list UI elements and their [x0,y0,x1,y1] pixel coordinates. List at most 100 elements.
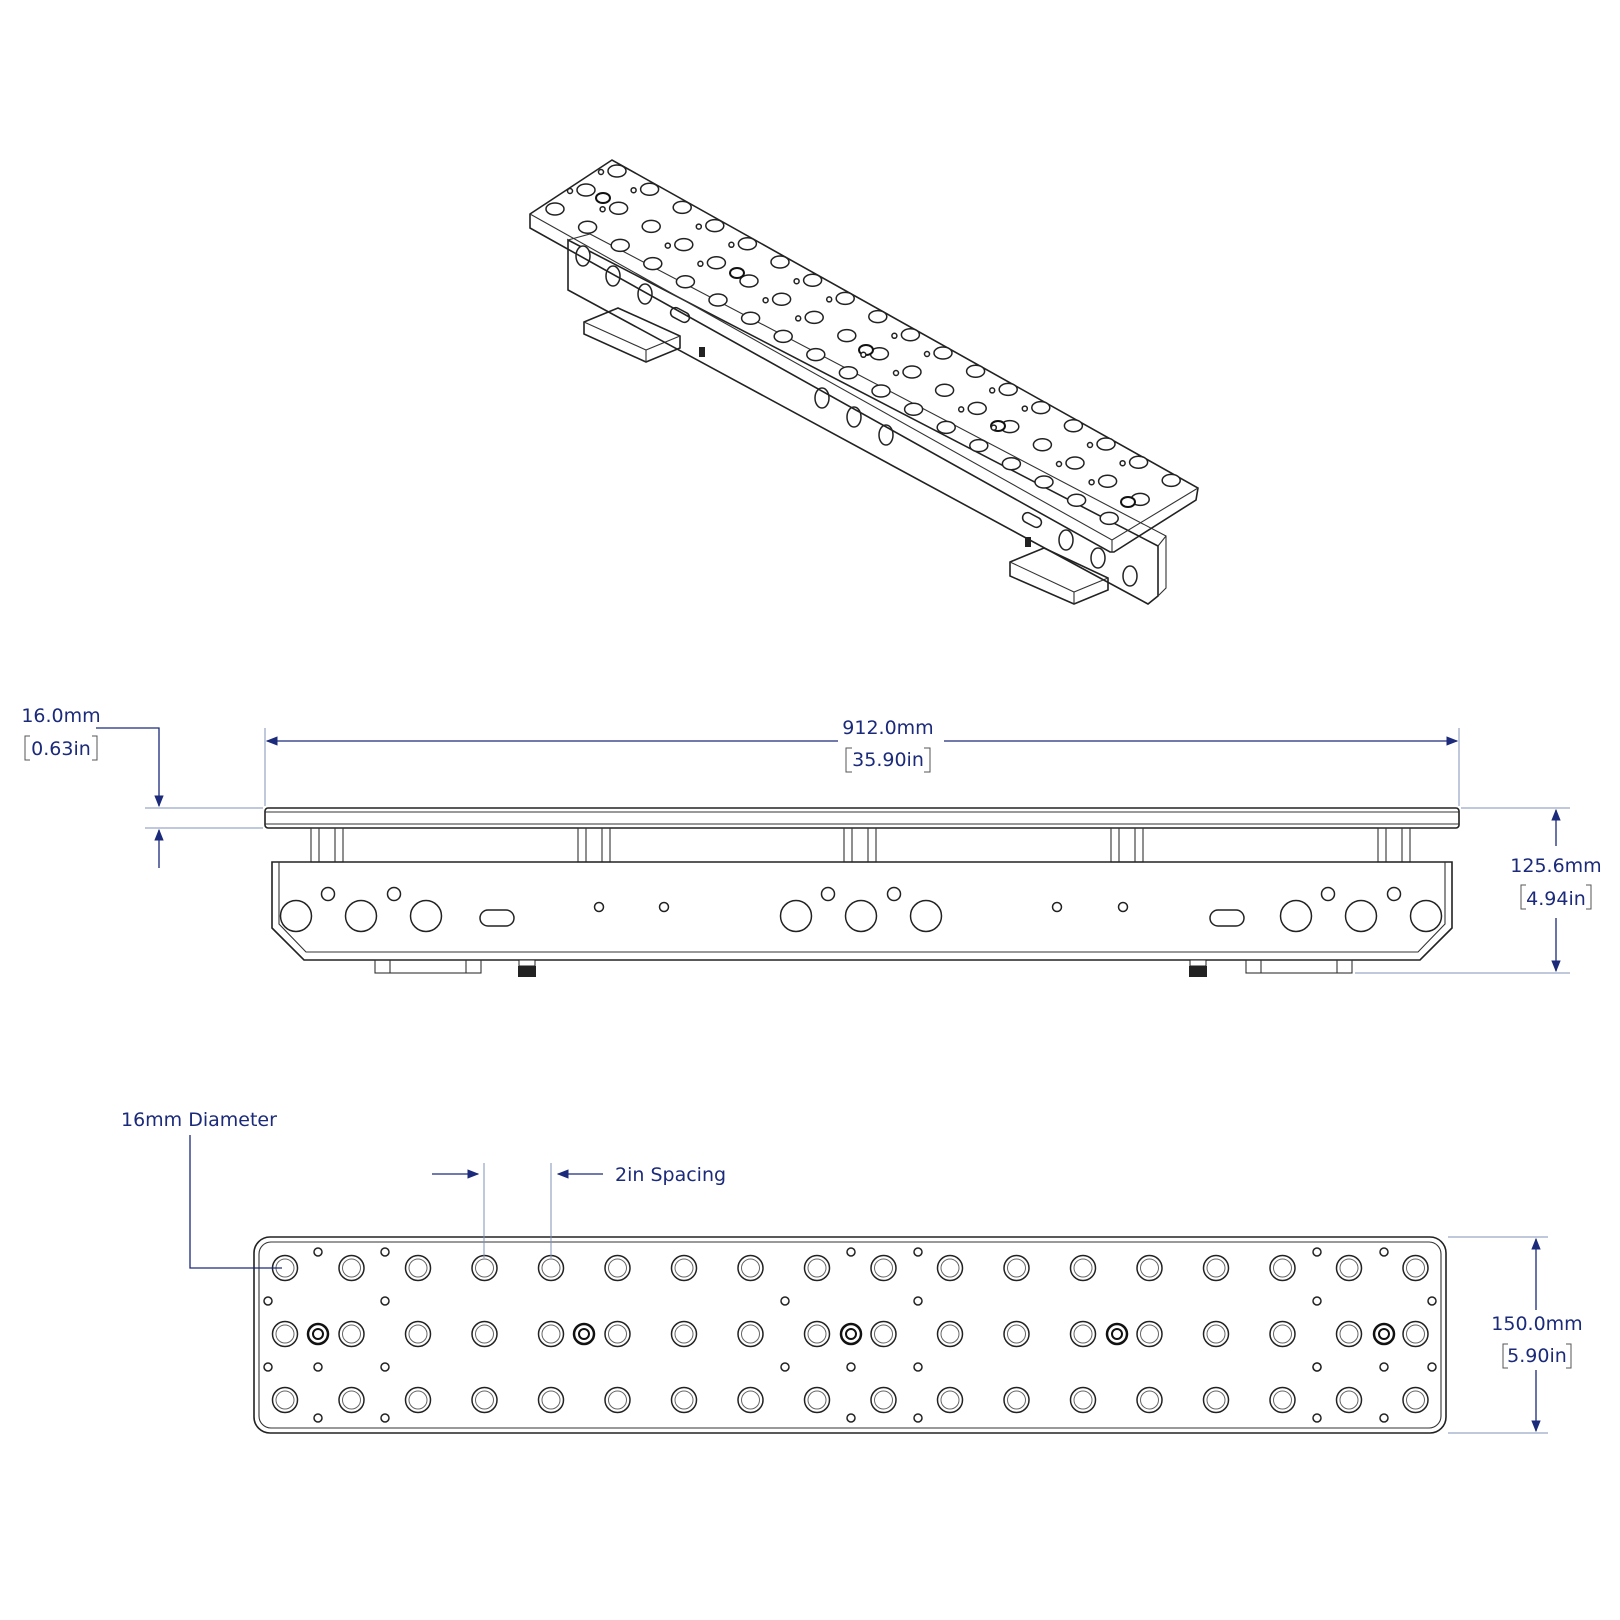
spacer-post [1110,827,1144,863]
dim-width-mm: 150.0mm [1491,1313,1582,1335]
iso-plate-hole [837,328,857,343]
threaded-hole-inner [1378,1328,1390,1340]
dim-height-mm: 125.6mm [1510,855,1601,877]
plate-hole-inner [1007,1258,1026,1278]
plate-hole-inner [608,1258,627,1278]
plate-hole-inner [874,1390,893,1410]
plate-hole-inner [1140,1390,1159,1410]
iso-plate-hole [868,309,888,324]
iso-plate-hole [804,310,824,325]
dim-height-in: 4.94in [1526,888,1586,910]
iso-plate-hole [770,255,790,269]
dim-thickness-in: 0.63in [31,738,91,760]
iso-plate-hole [773,329,793,344]
iso-pilot-hole [1055,460,1063,468]
iso-pilot-hole [957,406,965,413]
bar-hole [344,899,378,933]
iso-pilot-hole [695,223,703,230]
pilot-hole [1379,1413,1389,1423]
callout-spacing-label: 2in Spacing [615,1164,726,1186]
iso-plate-hole [706,256,727,270]
iso-plate-hole [900,328,921,342]
pilot-hole [263,1362,273,1372]
side-foot-left [374,959,482,974]
iso-plate-hole [1099,511,1119,526]
dim-thickness: 16.0mm 0.63in [21,705,263,868]
plate-hole-inner [1140,1258,1159,1278]
iso-threaded-hole [595,192,611,204]
plate-hole-inner [1073,1258,1093,1278]
side-foot-right [1245,959,1353,974]
plate-hole-inner [1206,1390,1226,1410]
pilot-hole [1427,1296,1437,1306]
iso-pilot-hole [762,296,769,304]
plate-hole-inner [940,1390,960,1410]
iso-plate-hole [1034,475,1054,489]
iso-knob [1025,537,1031,547]
spacer-post [843,827,877,863]
top-holes [263,1247,1437,1423]
pilot-hole [1379,1247,1389,1257]
iso-bar-hole [1090,547,1106,569]
pilot-hole [1312,1296,1322,1306]
iso-plate-hole [802,273,823,287]
pilot-hole [380,1247,390,1257]
bar-small-hole [320,886,336,902]
side-slot-left [479,909,515,927]
dim-thickness-mm: 16.0mm [21,705,100,727]
dim-length-mm: 912.0mm [842,717,933,739]
iso-plate-hole [934,383,955,397]
iso-plate-hole [838,366,859,380]
iso-bar-hole [1122,565,1138,587]
iso-plate-hole [641,219,661,234]
iso-plate-hole [936,420,956,435]
iso-plate-hole [610,238,630,253]
pilot-hole [913,1362,923,1372]
dim-width-in: 5.90in [1507,1345,1567,1367]
iso-plate-hole [967,401,987,416]
iso-pilot-hole [923,350,931,358]
plate-hole-inner [408,1258,428,1278]
bar-hole [279,899,313,933]
iso-plate-hole [1096,437,1116,451]
bar-pin-hole [1117,901,1129,913]
plate-hole-inner [342,1258,361,1278]
plate-hole-inner [1273,1324,1292,1344]
bar-hole [909,899,943,933]
side-posts [310,827,1411,863]
iso-plate-hole [998,382,1018,397]
plate-hole-inner [741,1258,760,1278]
iso-plate-hole [576,183,596,197]
pilot-hole [1427,1362,1437,1372]
iso-pilot-hole [1088,478,1095,486]
pilot-hole [263,1296,273,1306]
bar-small-hole [1386,886,1402,902]
iso-plate-hole [933,346,953,360]
spacer-post [577,827,611,863]
plate-hole-inner [1073,1324,1093,1344]
pilot-hole [780,1362,790,1372]
plate-hole-inner [1206,1324,1226,1344]
bar-hole [844,899,878,933]
iso-plate-hole [608,201,629,215]
pilot-hole [913,1296,923,1306]
threaded-hole-inner [578,1328,590,1340]
iso-pilot-hole [1021,405,1029,412]
side-bar-body [271,861,1453,961]
plate-hole-inner [741,1390,760,1410]
pilot-hole [313,1247,323,1257]
side-slot-right [1209,909,1245,927]
side-knob-left [518,959,536,977]
iso-bar-holes [575,245,1138,587]
bar-hole [779,899,813,933]
side-knob-right [1189,959,1207,977]
iso-bar-hole [846,406,862,428]
iso-plate-hole [835,291,855,306]
iso-plate-hole [1031,400,1051,415]
iso-bar-slot [1021,511,1043,529]
iso-bar-slot [669,306,691,324]
iso-pilot-hole [597,168,605,176]
iso-plate-hole [1066,493,1087,507]
plate-hole-inner [342,1324,361,1344]
